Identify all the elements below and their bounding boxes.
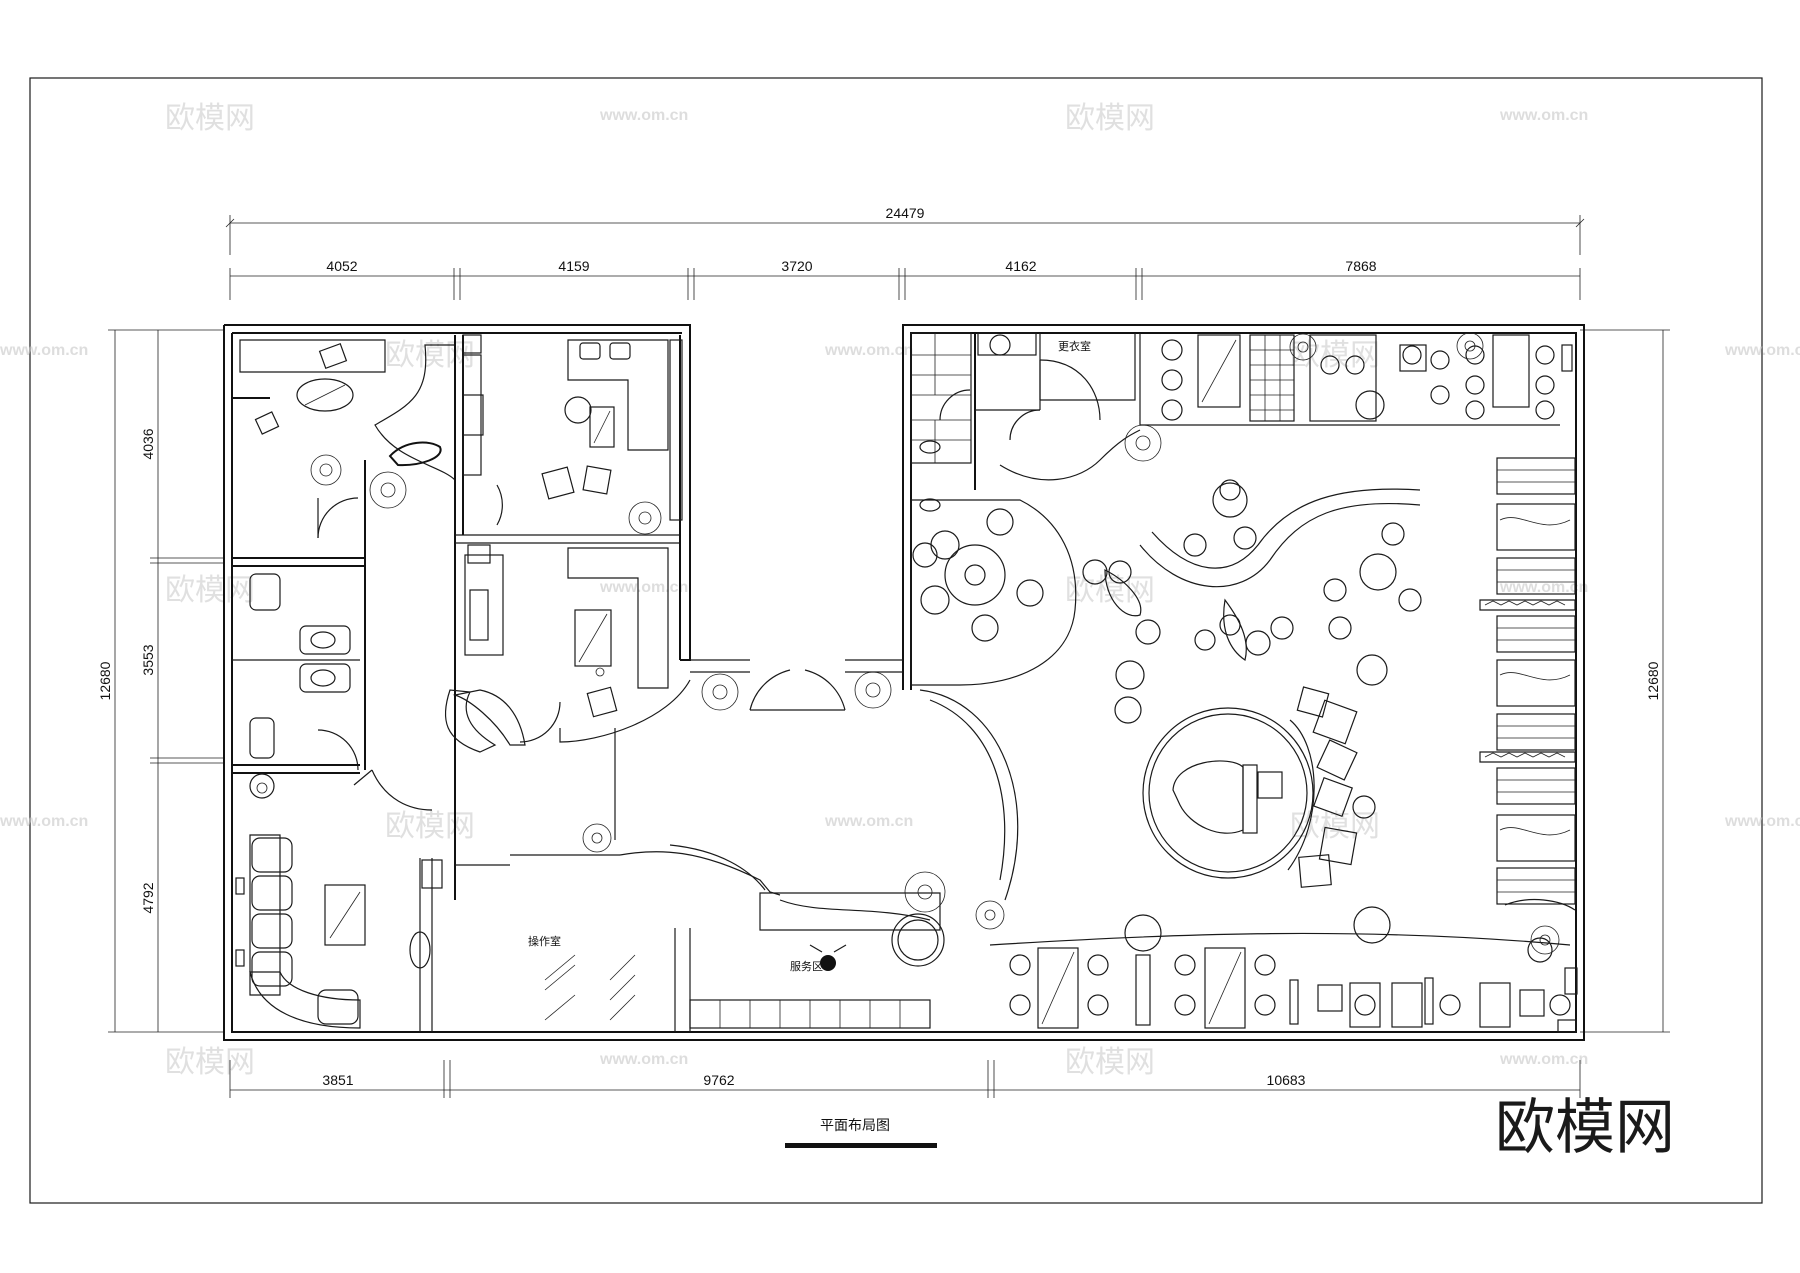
watermark-url: www.om.cn bbox=[1724, 342, 1800, 359]
dim-right-total: 12680 bbox=[1645, 661, 1661, 700]
watermark-brand: 欧模网 bbox=[165, 573, 255, 608]
room-label-service: 服务区 bbox=[790, 960, 823, 973]
top-dimensions: 24479 4052 4159 3720 4162 7868 bbox=[225, 205, 1585, 300]
dim-top-total: 24479 bbox=[886, 205, 925, 221]
exterior-walls bbox=[223, 324, 1585, 1041]
room-label-operation: 操作室 bbox=[528, 934, 561, 948]
dim-top-segment: 3720 bbox=[781, 258, 812, 274]
watermark-url: www.om.cn bbox=[1724, 813, 1800, 830]
dim-bottom-segment: 10683 bbox=[1267, 1072, 1306, 1088]
dim-left-segment: 3553 bbox=[140, 644, 156, 675]
watermark-url: www.om.cn bbox=[599, 579, 688, 596]
piano-stage bbox=[1142, 686, 1391, 944]
watermark-brand: 欧模网 bbox=[385, 338, 475, 373]
drawing-caption: 平面布局图 bbox=[820, 1118, 890, 1134]
title-block: 平面布局图 欧模网 bbox=[785, 1093, 1675, 1163]
middle-rooms bbox=[444, 334, 691, 900]
watermark-brand: 欧模网 bbox=[385, 809, 475, 844]
watermark-url: www.om.cn bbox=[1499, 1051, 1588, 1068]
dim-left-segment: 4792 bbox=[140, 882, 156, 913]
watermark-url: www.om.cn bbox=[1499, 579, 1588, 596]
dim-top-segment: 4162 bbox=[1005, 258, 1036, 274]
dim-top-segment: 4052 bbox=[326, 258, 357, 274]
left-wing-rooms bbox=[232, 339, 456, 1032]
entrance-doors bbox=[749, 669, 846, 711]
dim-top-segment: 4159 bbox=[558, 258, 589, 274]
watermark-brand: 欧模网 bbox=[1065, 573, 1155, 608]
watermark-brand: 欧模网 bbox=[1290, 338, 1380, 373]
dim-bottom-segment: 3851 bbox=[322, 1072, 353, 1088]
watermark-url: www.om.cn bbox=[0, 342, 88, 359]
room-label-changing: 更衣室 bbox=[1058, 339, 1091, 353]
sheet-border bbox=[29, 77, 1763, 1204]
dim-top-segment: 7868 bbox=[1345, 258, 1376, 274]
watermark-layer: 欧模网 www.om.cn 欧模网 www.om.cn www.om.cn 欧模… bbox=[0, 101, 1800, 1080]
dim-left-total: 12680 bbox=[97, 661, 113, 700]
watermark-url: www.om.cn bbox=[599, 107, 688, 124]
bottom-right-seating bbox=[989, 899, 1578, 1033]
watermark-brand: 欧模网 bbox=[1065, 1045, 1155, 1080]
watermark-url: www.om.cn bbox=[1499, 107, 1588, 124]
changing-rooms: 更衣室 bbox=[910, 332, 1141, 512]
watermark-brand: 欧模网 bbox=[1065, 101, 1155, 136]
central-lounge bbox=[1082, 479, 1422, 724]
watermark-brand: 欧模网 bbox=[165, 101, 255, 136]
watermark-url: www.om.cn bbox=[824, 342, 913, 359]
dim-bottom-segment: 9762 bbox=[703, 1072, 734, 1088]
plant-icons bbox=[256, 332, 1560, 955]
round-lounge bbox=[910, 499, 1077, 901]
right-dimensions: 12680 bbox=[1580, 329, 1670, 1033]
top-right-seating bbox=[1139, 333, 1573, 426]
bottom-dimensions: 3851 9762 10683 bbox=[229, 1060, 1581, 1098]
brand-logo: 欧模网 bbox=[1495, 1093, 1675, 1163]
watermark-brand: 欧模网 bbox=[165, 1045, 255, 1080]
left-dimensions: 4036 3553 4792 12680 bbox=[97, 329, 225, 1033]
service-zone: 操作室 服务区 bbox=[455, 728, 945, 1032]
watermark-url: www.om.cn bbox=[599, 1051, 688, 1068]
watermark-url: www.om.cn bbox=[0, 813, 88, 830]
dim-left-segment: 4036 bbox=[140, 428, 156, 459]
caption-underline bbox=[785, 1143, 937, 1148]
right-cabins bbox=[1479, 457, 1576, 905]
watermark-url: www.om.cn bbox=[824, 813, 913, 830]
